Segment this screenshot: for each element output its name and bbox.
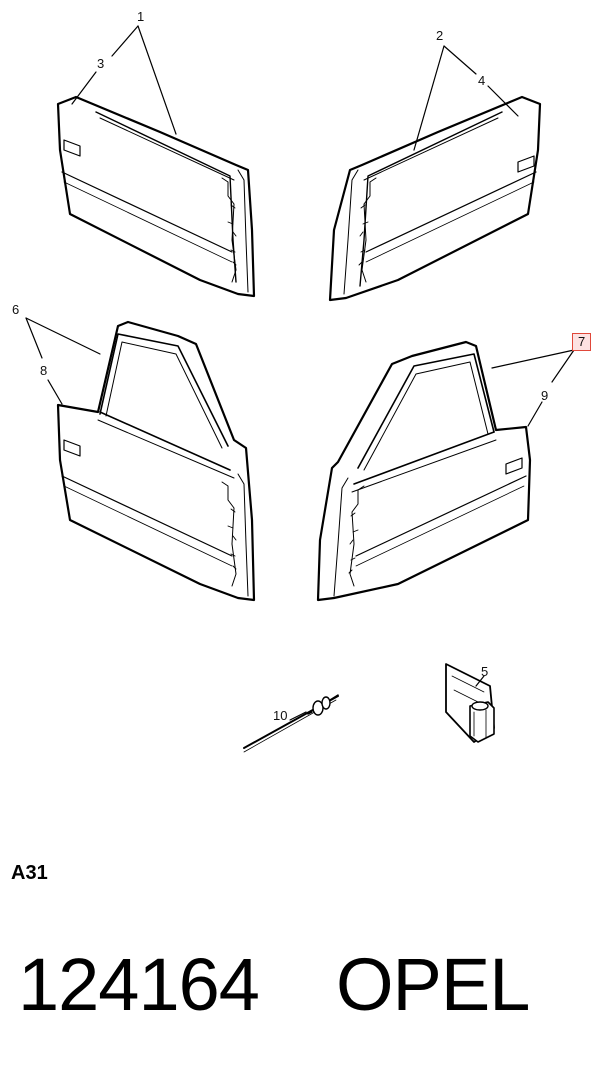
door-seal-rear-left	[56, 320, 256, 602]
callout-9: 9	[541, 388, 549, 403]
diagram-code: A31	[11, 862, 48, 884]
door-seal-rear-right	[316, 340, 532, 602]
callout-2: 2	[436, 28, 444, 43]
callout-4: 4	[478, 73, 486, 88]
callout-8: 8	[40, 363, 48, 378]
brand-name: OPEL	[336, 943, 530, 1026]
callout-7[interactable]: 7	[572, 333, 592, 351]
clip-pin-part	[243, 694, 339, 753]
part-number: 124164	[18, 943, 260, 1026]
callout-5: 5	[481, 664, 489, 679]
callout-10: 10	[273, 708, 288, 723]
hinge-bracket-part	[445, 663, 495, 743]
door-seal-front-right	[328, 95, 542, 302]
leader-lines	[25, 25, 575, 721]
callout-1: 1	[137, 9, 145, 24]
callout-6: 6	[12, 302, 20, 317]
door-seal-front-left	[56, 95, 256, 298]
callout-3: 3	[97, 56, 105, 71]
